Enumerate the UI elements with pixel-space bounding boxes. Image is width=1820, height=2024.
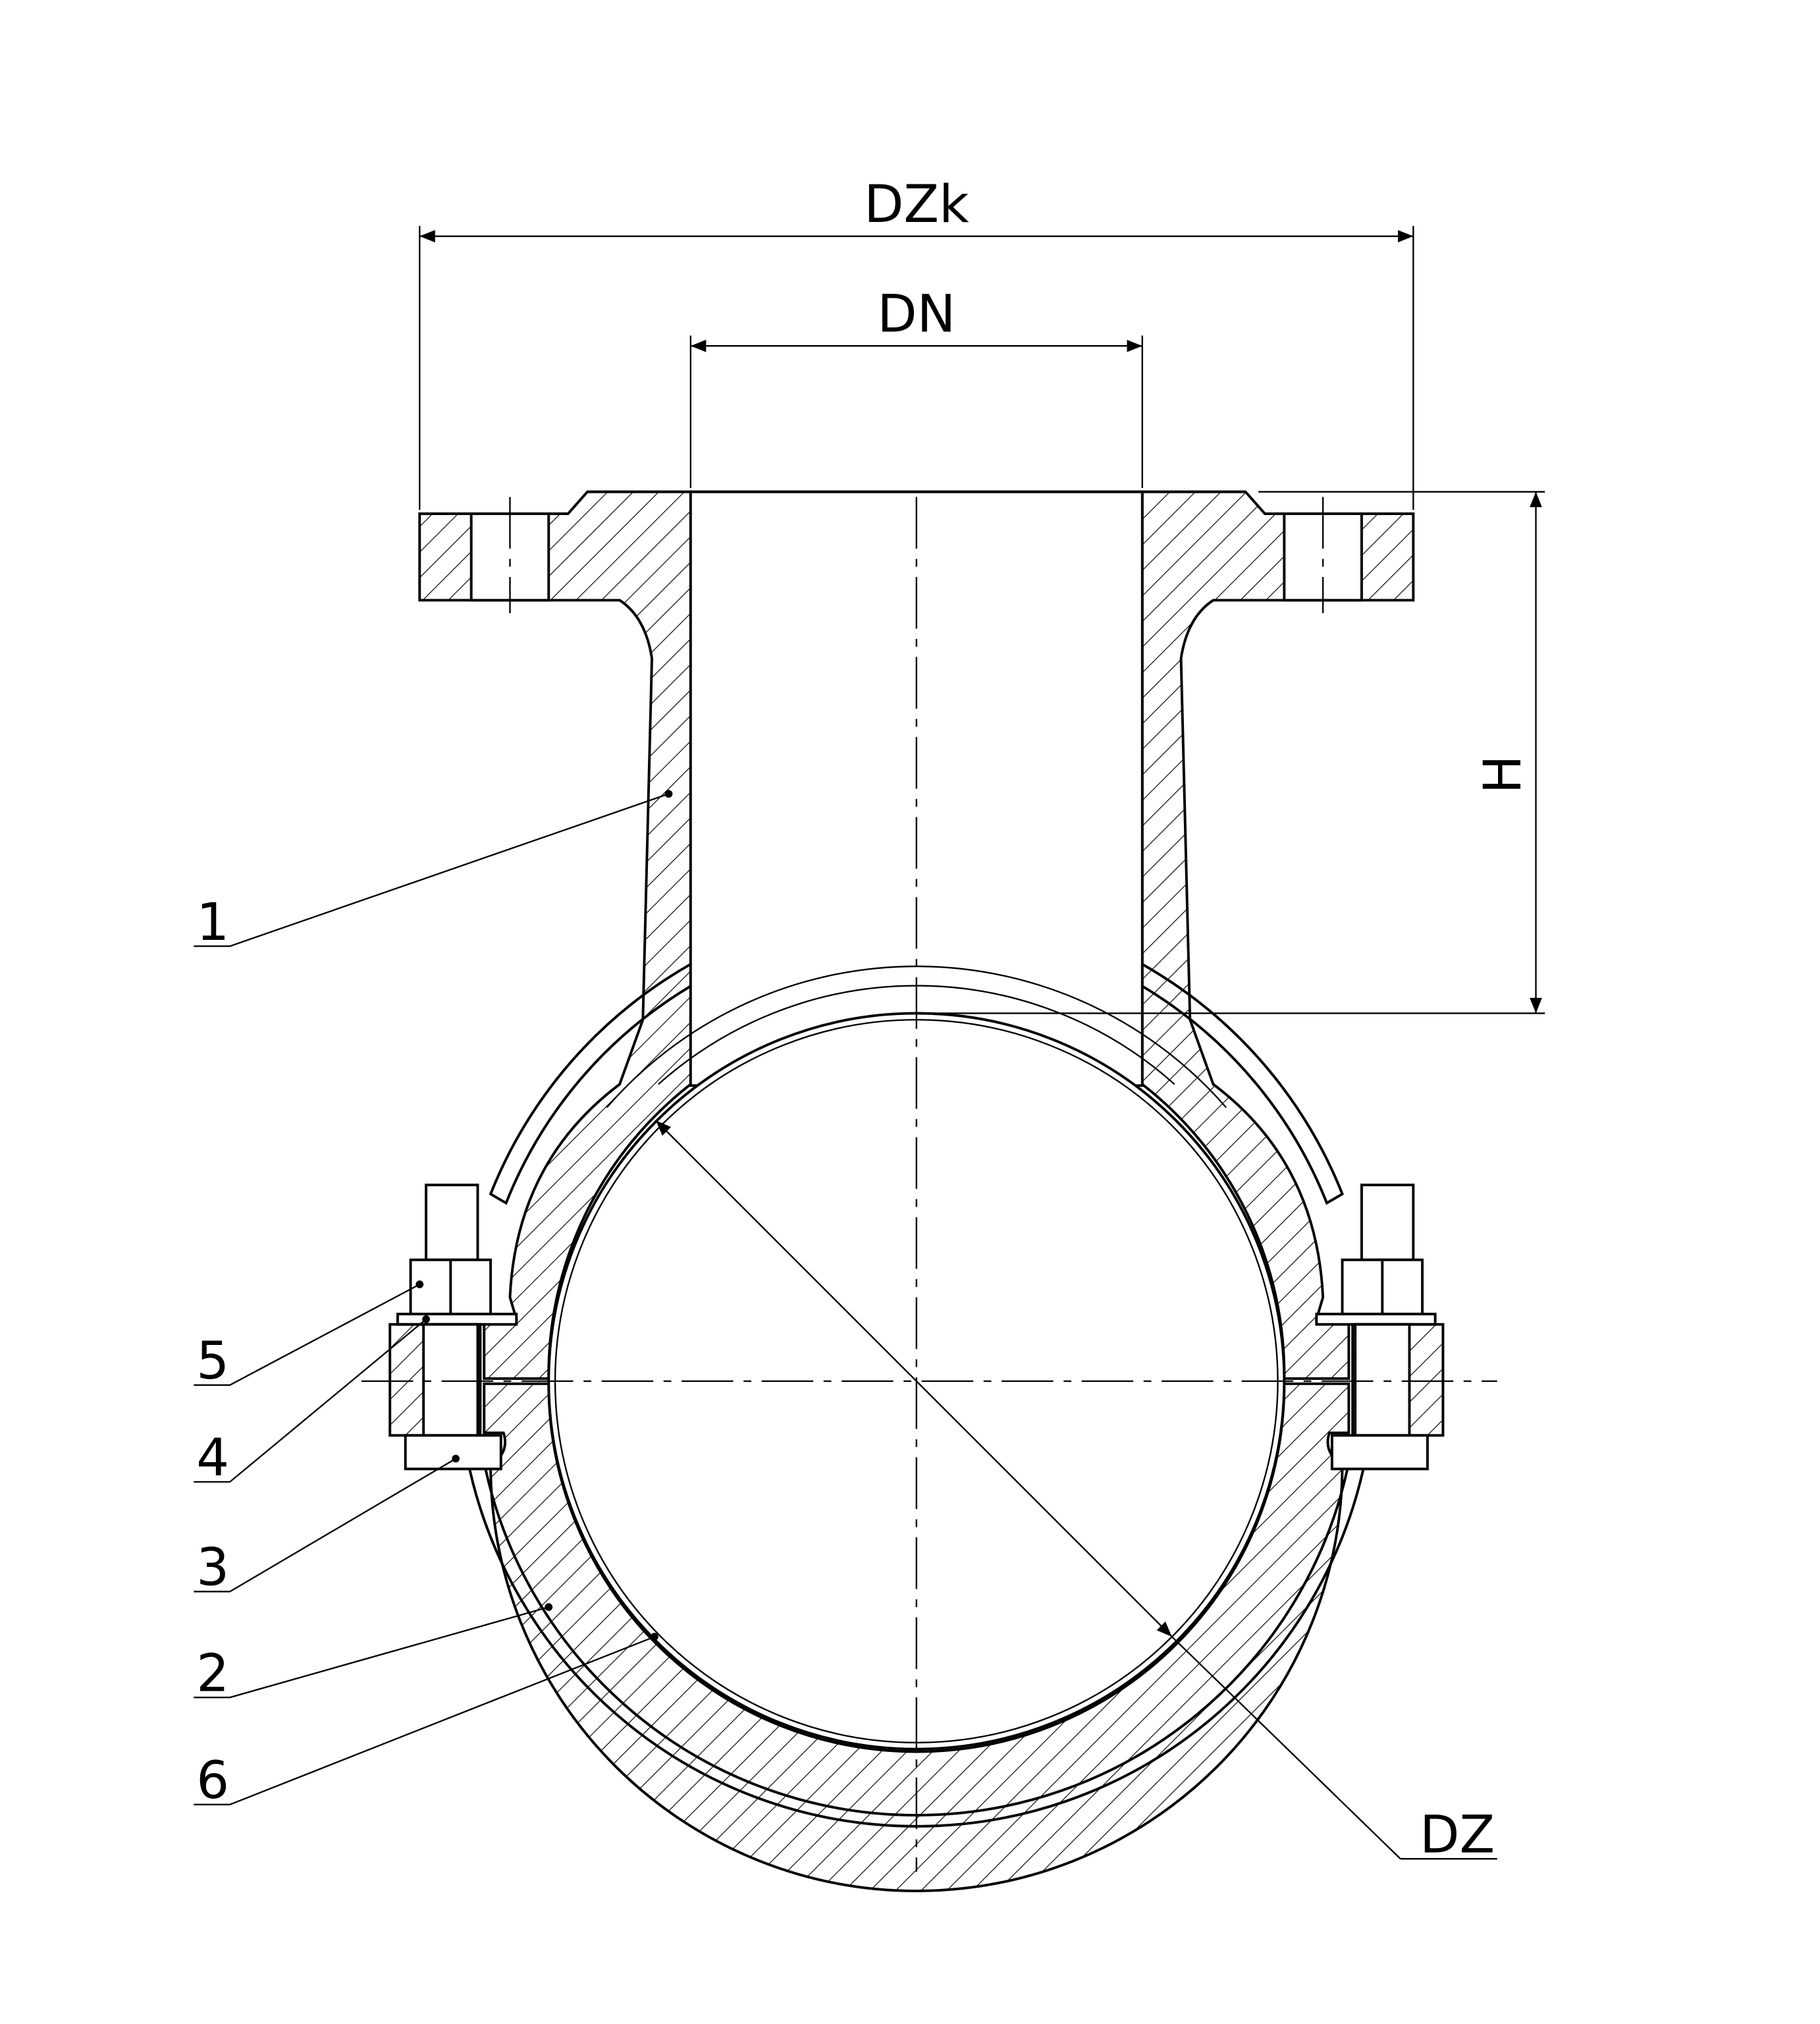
saddle-body <box>418 490 1415 1893</box>
bolt-left <box>388 1184 518 1471</box>
dzk-label: DZk <box>864 175 969 234</box>
callout-label: 6 <box>196 1751 229 1811</box>
dimension-dzk: DZk <box>419 175 1414 510</box>
dz-label: DZ <box>1420 1805 1495 1865</box>
callout-6: 6 <box>194 1633 658 1811</box>
callout-5: 5 <box>194 1280 424 1391</box>
h-label: H <box>1473 755 1533 794</box>
callout-4: 4 <box>194 1315 430 1488</box>
dimension-dn: DN <box>689 285 1143 488</box>
callout-1: 1 <box>194 790 673 952</box>
callout-label: 1 <box>196 892 229 952</box>
callout-label: 3 <box>196 1538 229 1598</box>
dimension-h: H <box>916 491 1545 1014</box>
callout-label: 2 <box>196 1643 229 1703</box>
bolt-right <box>1315 1184 1445 1471</box>
callout-2: 2 <box>194 1603 553 1703</box>
callout-label: 4 <box>196 1428 229 1488</box>
callout-label: 5 <box>196 1331 229 1391</box>
dn-label: DN <box>877 285 955 344</box>
dimension-dz: DZ <box>655 1120 1497 1865</box>
callout-3: 3 <box>194 1454 460 1598</box>
